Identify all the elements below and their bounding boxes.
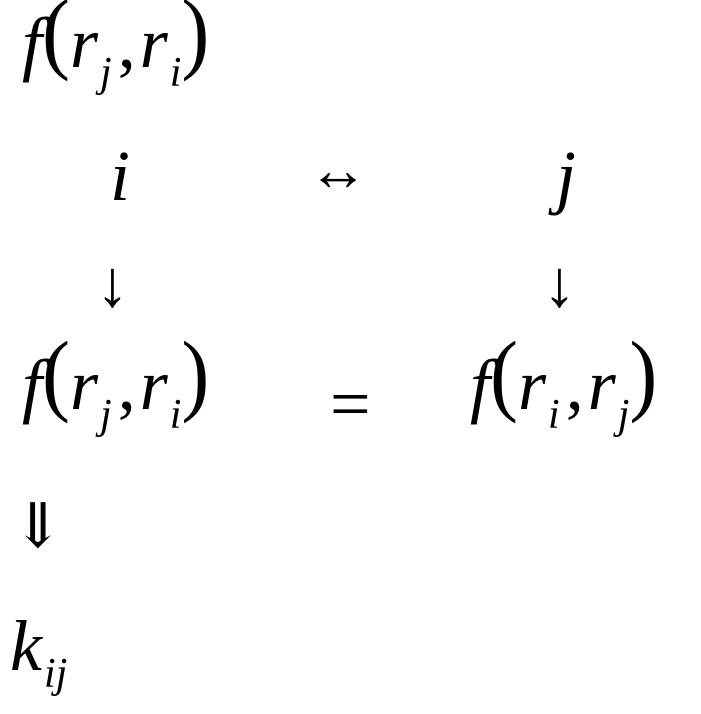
func-f: f bbox=[22, 3, 43, 83]
sub-i: i bbox=[548, 391, 560, 438]
expr-k-ij: kij bbox=[10, 610, 67, 695]
label-i: i bbox=[110, 136, 131, 216]
paren-right: ) bbox=[181, 0, 210, 83]
equals-sign: = bbox=[330, 364, 371, 444]
paren-left: ( bbox=[42, 324, 70, 425]
sub-j: j bbox=[100, 49, 112, 96]
sub-i: i bbox=[169, 49, 182, 96]
sub-i: i bbox=[169, 391, 182, 438]
var-r: r bbox=[139, 3, 168, 83]
expr-f-ri-rj-right: f(ri,rj) bbox=[470, 329, 657, 436]
var-r: r bbox=[587, 345, 616, 425]
expr-f-rj-ri-left: f(rj,ri) bbox=[22, 329, 209, 436]
label-j: j bbox=[556, 136, 577, 216]
func-f: f bbox=[470, 345, 491, 425]
func-f: f bbox=[22, 345, 43, 425]
sub-ij: ij bbox=[43, 650, 68, 697]
var-k: k bbox=[10, 606, 42, 686]
expr-f-rj-ri-top: f(rj,ri) bbox=[22, 0, 210, 94]
sub-j: j bbox=[100, 391, 112, 438]
implies-down-arrow-icon: ⇓ bbox=[12, 493, 64, 561]
down-arrow-icon-right: ↓ bbox=[543, 248, 576, 321]
comma: , bbox=[565, 345, 584, 425]
comma: , bbox=[117, 3, 136, 83]
paren-left: ( bbox=[490, 324, 518, 425]
comma: , bbox=[117, 345, 136, 425]
paren-right: ) bbox=[181, 324, 210, 425]
var-r: r bbox=[70, 3, 99, 83]
paren-left: ( bbox=[42, 0, 70, 83]
var-r: r bbox=[139, 345, 168, 425]
var-r: r bbox=[70, 345, 99, 425]
down-arrow-icon-left: ↓ bbox=[96, 248, 129, 321]
sub-j: j bbox=[617, 391, 630, 438]
swap-arrow-icon: ↔ bbox=[308, 137, 368, 203]
var-r: r bbox=[518, 345, 547, 425]
paren-right: ) bbox=[629, 324, 658, 425]
